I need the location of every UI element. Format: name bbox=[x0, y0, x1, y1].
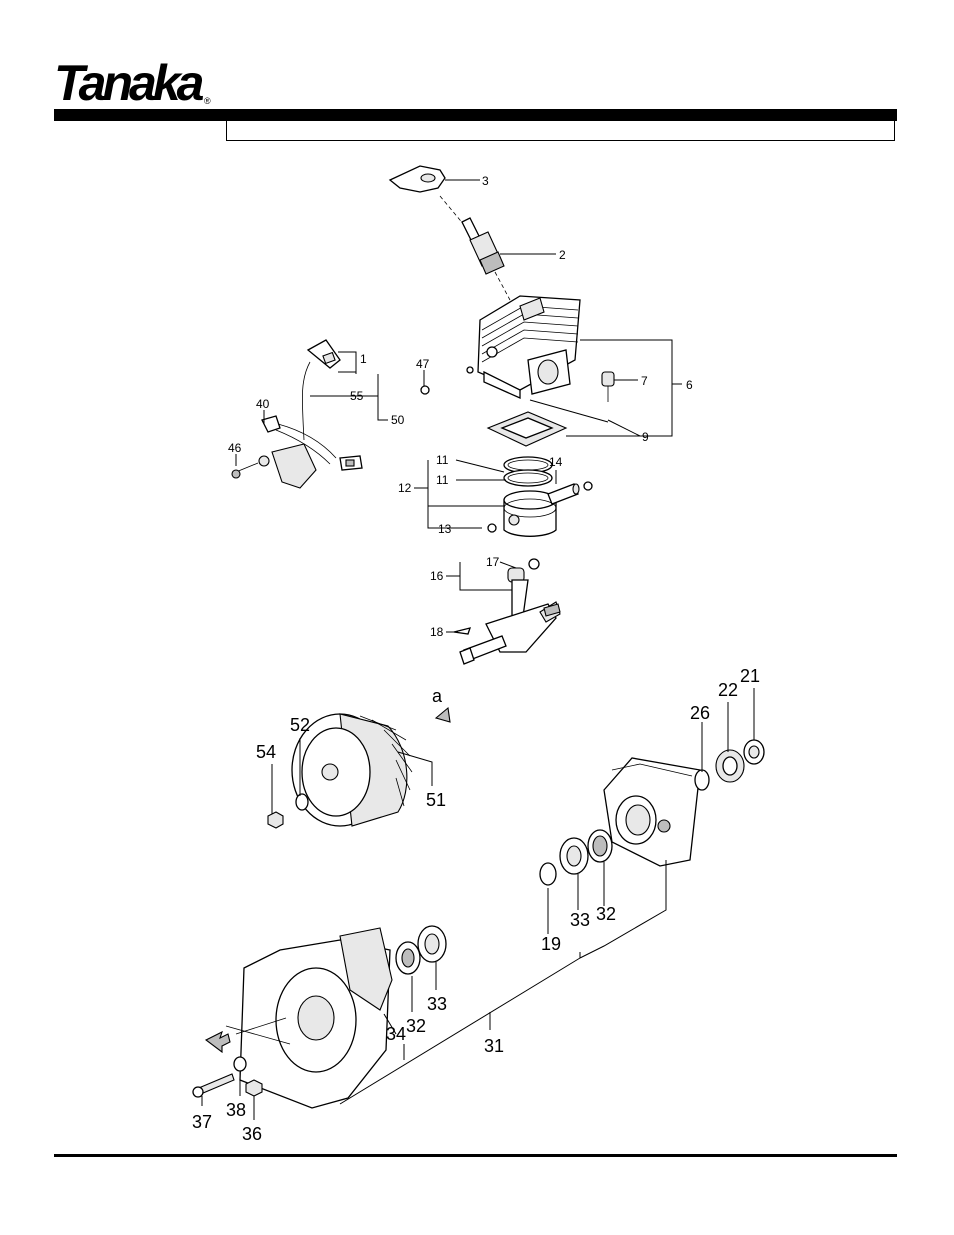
callout-11-top: 11 bbox=[436, 453, 449, 467]
flywheel-part bbox=[291, 706, 451, 827]
callout-32-right: 32 bbox=[596, 904, 616, 924]
section-title-box bbox=[226, 121, 895, 141]
plug-boot-part bbox=[388, 165, 471, 233]
callout-51: 51 bbox=[426, 790, 446, 810]
callout-6: 6 bbox=[686, 378, 693, 392]
callout-11-bottom: 11 bbox=[436, 473, 449, 487]
washer-47-part bbox=[420, 385, 430, 395]
flywheel-nut-part bbox=[267, 811, 284, 829]
callout-26: 26 bbox=[690, 703, 710, 723]
crankcase-right-part bbox=[603, 757, 701, 867]
direction-arrow-left bbox=[204, 1025, 291, 1054]
callout-54: 54 bbox=[256, 742, 276, 762]
crankcase-left-part bbox=[235, 927, 393, 1109]
callout-22: 22 bbox=[718, 680, 738, 700]
callout-32-left: 32 bbox=[406, 1016, 426, 1036]
callout-52: 52 bbox=[290, 715, 310, 735]
flywheel-washer-part bbox=[295, 793, 309, 811]
crankshaft-part bbox=[453, 558, 561, 665]
callout-a: a bbox=[432, 686, 443, 706]
callout-labels: 3 2 6 7 9 47 1 55 50 40 46 11 11 12 13 1… bbox=[192, 174, 760, 1144]
cylinder-part bbox=[466, 295, 581, 400]
cylinder-gasket-part bbox=[486, 411, 568, 447]
callout-37: 37 bbox=[192, 1112, 212, 1132]
bearing-stack-right-part bbox=[539, 739, 765, 886]
callout-38: 38 bbox=[226, 1100, 246, 1120]
callout-14: 14 bbox=[549, 455, 563, 469]
callout-31: 31 bbox=[484, 1036, 504, 1056]
callout-13: 13 bbox=[438, 522, 452, 536]
callout-33-right: 33 bbox=[570, 910, 590, 930]
callout-50: 50 bbox=[391, 413, 405, 427]
piston-rings-part bbox=[503, 456, 553, 487]
callout-19: 19 bbox=[541, 934, 561, 954]
callout-12: 12 bbox=[398, 481, 412, 495]
bearing-stack-left-part bbox=[395, 925, 447, 975]
cylinder-bolt-part bbox=[601, 371, 615, 402]
logo-text: Tanaka bbox=[54, 55, 204, 108]
crankcase-screws-part bbox=[192, 1056, 263, 1098]
spark-plug-part bbox=[461, 217, 511, 301]
callout-34: 34 bbox=[386, 1024, 406, 1044]
tanaka-logo: Tanaka ® bbox=[54, 55, 211, 108]
callout-40: 40 bbox=[256, 397, 270, 411]
piston-part bbox=[487, 490, 557, 537]
callout-2: 2 bbox=[559, 248, 566, 262]
callout-55: 55 bbox=[350, 389, 364, 403]
leader-lines bbox=[201, 179, 755, 1120]
callout-9: 9 bbox=[642, 430, 649, 444]
footer-rule bbox=[54, 1154, 897, 1157]
callout-1: 1 bbox=[360, 352, 367, 366]
callout-17: 17 bbox=[486, 555, 500, 569]
header-rule bbox=[54, 109, 897, 121]
ignition-coil-part bbox=[231, 339, 363, 489]
registered-mark: ® bbox=[204, 96, 211, 106]
callout-3: 3 bbox=[482, 174, 489, 188]
callout-21: 21 bbox=[740, 666, 760, 686]
callout-36: 36 bbox=[242, 1124, 262, 1144]
callout-46: 46 bbox=[228, 441, 242, 455]
callout-7: 7 bbox=[641, 374, 648, 388]
callout-33-left: 33 bbox=[427, 994, 447, 1014]
callout-16: 16 bbox=[430, 569, 444, 583]
piston-pin-part bbox=[547, 481, 593, 505]
callout-47: 47 bbox=[416, 357, 430, 371]
callout-18: 18 bbox=[430, 625, 444, 639]
